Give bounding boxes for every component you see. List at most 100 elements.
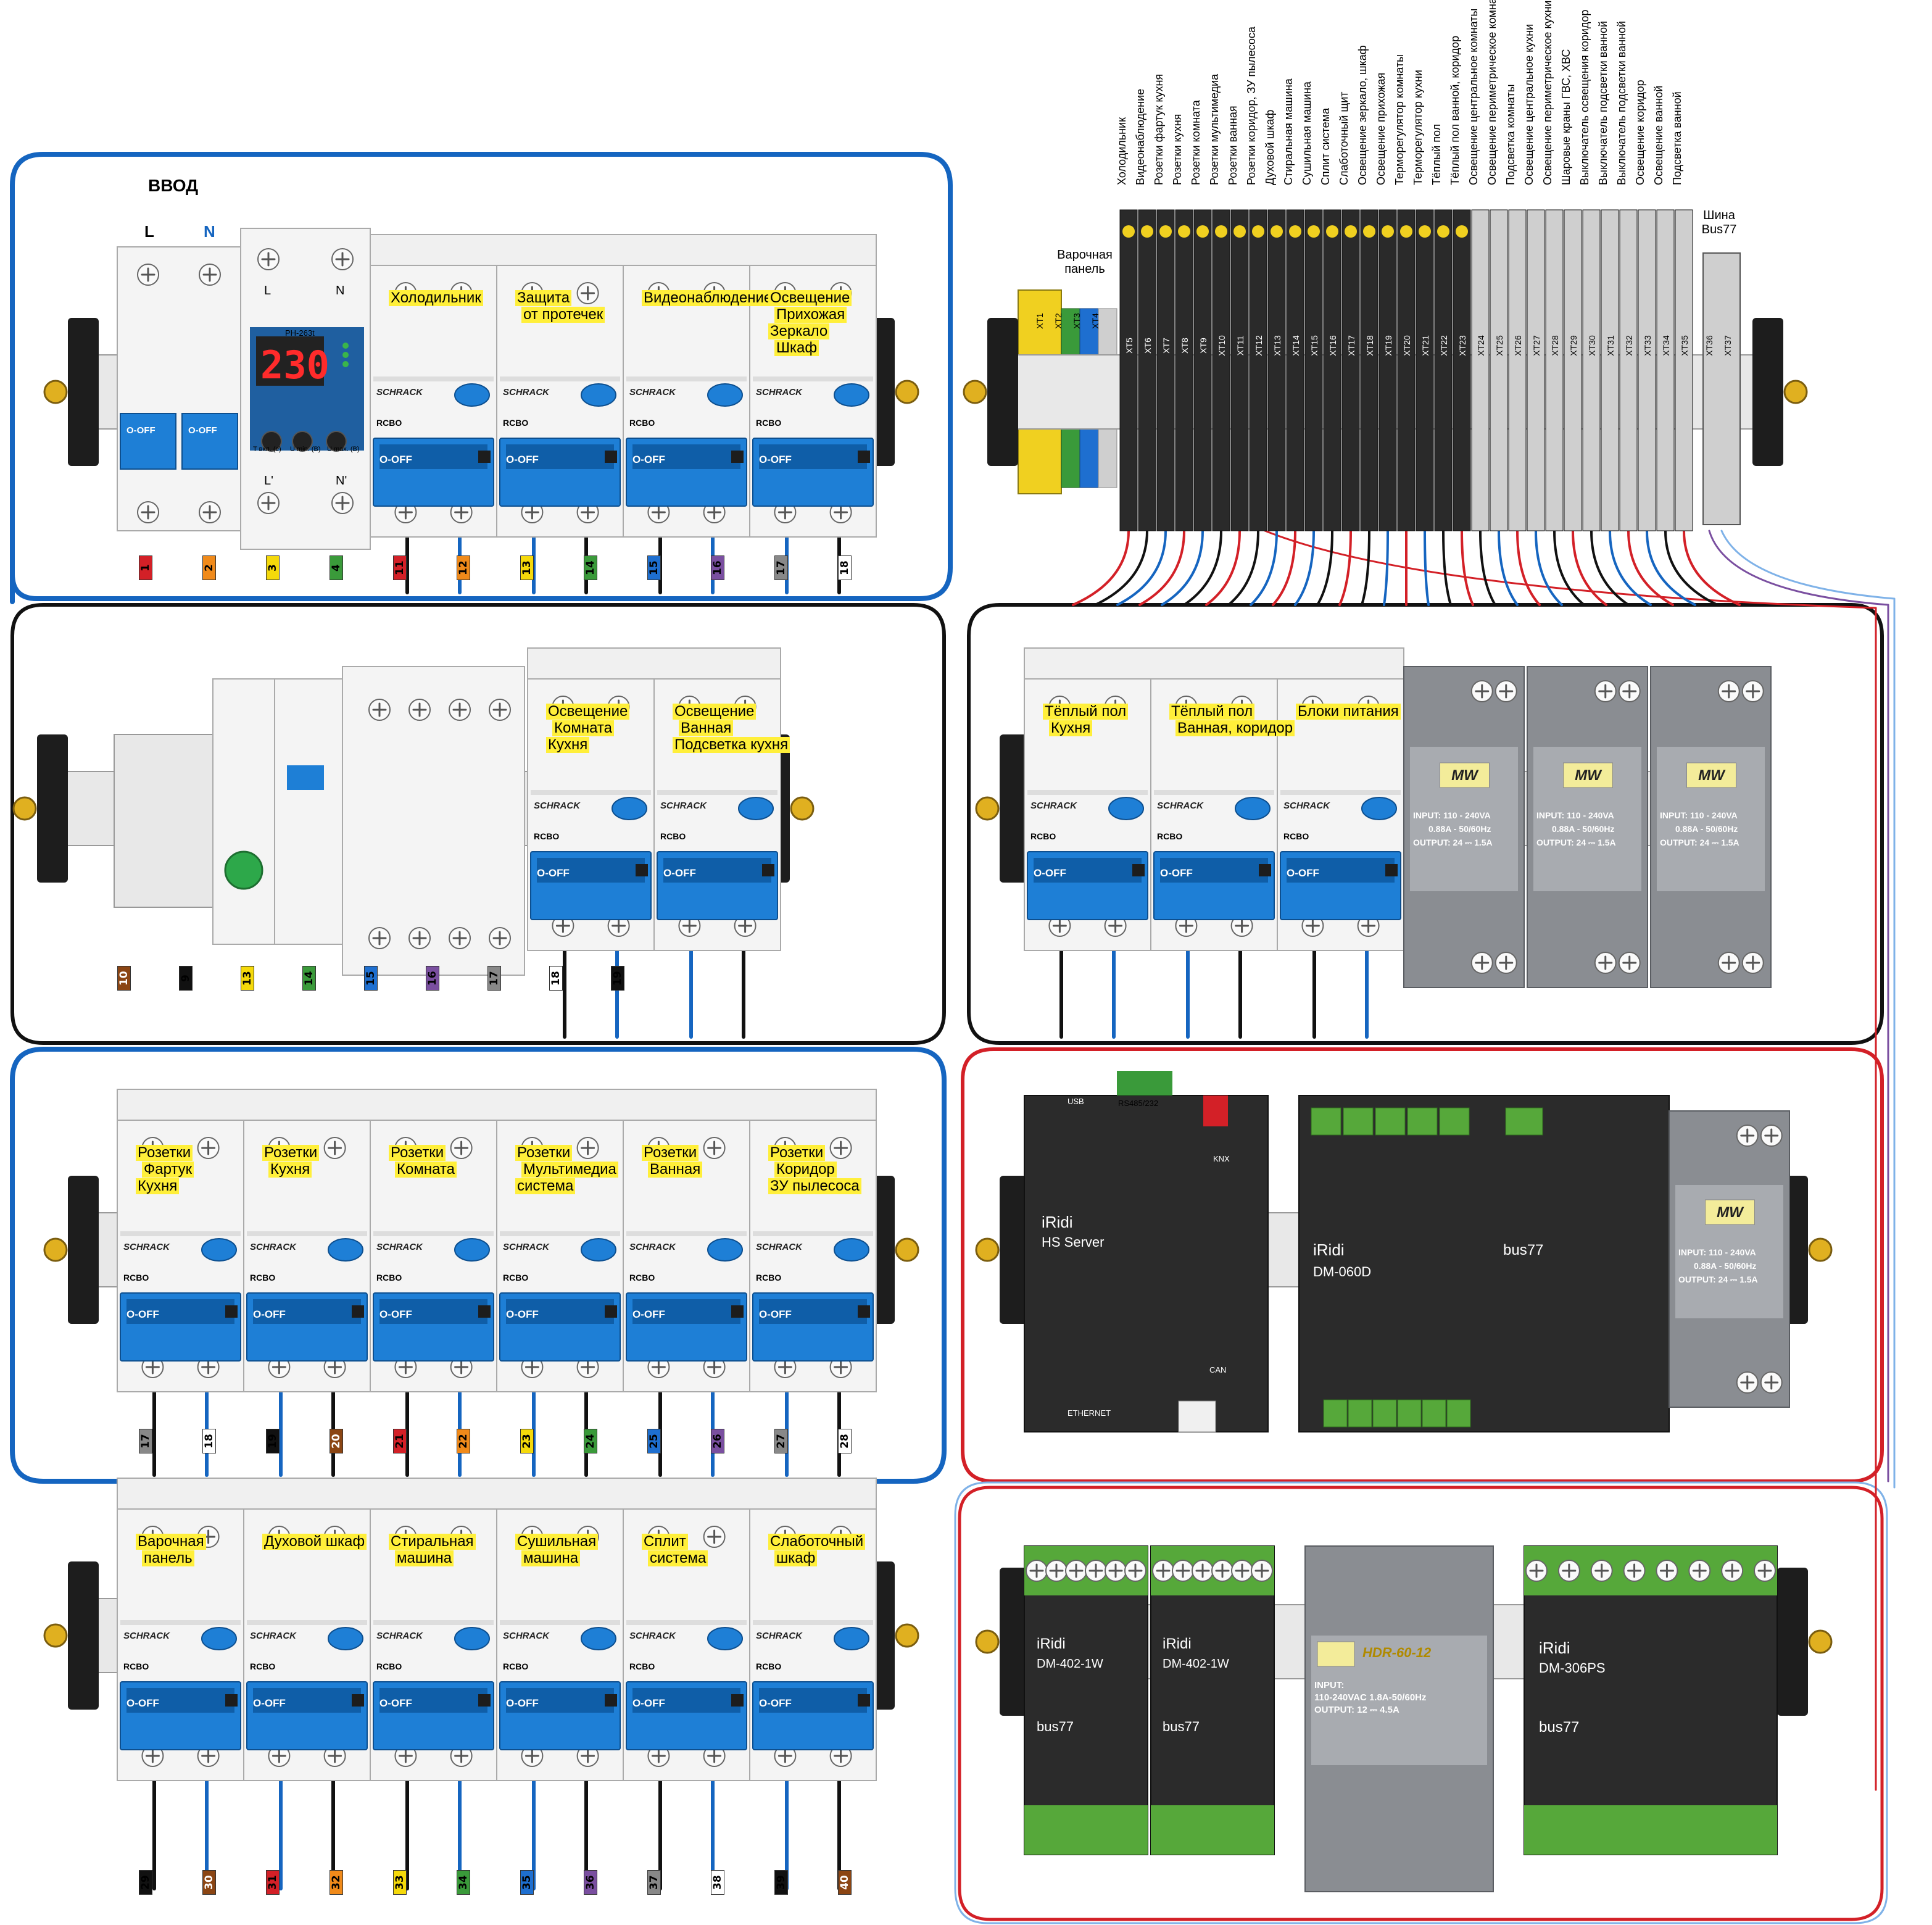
row3-rcbo-6-screw-t2-slot: [834, 1141, 848, 1155]
row3-rcbo-6-test-button: [834, 1238, 869, 1262]
row2r-rcbo-3-indicator: [1385, 864, 1398, 876]
psu-2-output: OUTPUT: 24 ⎓ 1.5A: [1536, 838, 1616, 847]
row1-label-4-2: Прихожая: [774, 307, 847, 323]
row4-rcbo-3-off: O-OFF: [379, 1697, 412, 1709]
terminal-xt20: [1397, 209, 1416, 531]
psu-4-logo: [1705, 1199, 1755, 1225]
terminal-xt23: [1453, 209, 1471, 531]
rail-row1-end-left: [68, 318, 99, 466]
dm306-brand: iRidi: [1539, 1639, 1570, 1657]
terminal-drop-18: [1442, 530, 1452, 606]
dm306-top-screw-1-slot: [1529, 1563, 1544, 1578]
row4-rcbo-5-off: O-OFF: [632, 1697, 665, 1709]
terminal-xt5-cap: [1122, 225, 1135, 238]
row3-rcbo-1-rcbo: RCBO: [123, 1273, 149, 1283]
rail-row2-end-left: [37, 734, 68, 883]
row3-rcbo-6-rcbo: RCBO: [756, 1273, 781, 1283]
dm402-2-brand: iRidi: [1163, 1636, 1192, 1652]
row1-rcbo-4-indicator: [858, 451, 870, 463]
terminal-drop-4: [1138, 530, 1185, 606]
dm402-2: [1150, 1545, 1275, 1855]
dm060: [1298, 1095, 1670, 1432]
relay-screw-b2-slot: [335, 496, 350, 510]
terminal-drop-10: [1272, 530, 1296, 606]
row4-rcbo-4-screw-b2-slot: [581, 1748, 595, 1763]
row3-rcbo-4-screw-b2-slot: [581, 1360, 595, 1374]
terminal-xt32: [1619, 209, 1638, 531]
row1-label-2-1: Защита: [515, 290, 572, 306]
row1-rcbo-4-screw-b1-slot: [777, 505, 792, 520]
row4-rcbo-5-indicator: [731, 1694, 744, 1707]
row3-rcbo-1-test-button: [201, 1238, 237, 1262]
terminal-xt3-label: XT3: [1072, 313, 1082, 329]
row3-marker-2: 18: [202, 1429, 216, 1453]
row3-rcbo-5-test-button: [707, 1238, 743, 1262]
row2r-rcbo-3-brand: SCHRACK: [1283, 800, 1330, 811]
row2-busbar: [527, 647, 781, 680]
row3-rcbo-6-indicator: [858, 1305, 870, 1318]
row4-rcbo-4-brand: SCHRACK: [503, 1631, 550, 1641]
dm402-1-top-screw-4-slot: [1088, 1563, 1103, 1578]
row3-rcbo-3-test-button: [454, 1238, 490, 1262]
terminal-xt35: [1675, 209, 1693, 531]
terminal-xt9: [1193, 209, 1212, 531]
terminal-xt6-cap: [1141, 225, 1153, 238]
dm306-top-screw-3-slot: [1594, 1563, 1609, 1578]
terminal-drop-5: [1161, 530, 1204, 606]
row4-rcbo-2-screw-b2-slot: [328, 1748, 342, 1763]
row4-rcbo-5-screw-b1-slot: [651, 1748, 666, 1763]
terminal-xt24: [1471, 209, 1490, 531]
row3-rcbo-2-screw-b2-slot: [328, 1360, 342, 1374]
row1-rcbo-3-brand: SCHRACK: [629, 387, 676, 397]
bus77-terminal-label: Шина Bus77: [1701, 209, 1737, 236]
terminal-xt20-cap: [1400, 225, 1412, 238]
terminal-xt35-label: XT35: [1680, 335, 1689, 356]
terminal-xt8-cap: [1178, 225, 1190, 238]
row3-rcbo-2-screw-t2-slot: [328, 1141, 342, 1155]
rail-row3r-screw-right: [1808, 1237, 1833, 1262]
contactor-switch: [287, 765, 324, 790]
row4-label-4-1: Сушильная: [515, 1534, 599, 1550]
row2r-rcbo-1-brand: SCHRACK: [1030, 800, 1077, 811]
row1-label-4-3: Зеркало: [768, 323, 830, 339]
row2-marker-1: 10: [117, 966, 131, 991]
psu-2-screw-b2-slot: [1622, 955, 1637, 970]
row4-rcbo-4-rcbo: RCBO: [503, 1661, 528, 1671]
psu-1-screw-t1-slot: [1475, 684, 1490, 699]
row1-rcbo-4-rcbo: RCBO: [756, 418, 781, 428]
terminal-xt7-label: XT7: [1161, 338, 1171, 354]
row4-rcbo-4-off: O-OFF: [506, 1697, 539, 1709]
rail-row4r-screw-left: [975, 1629, 1000, 1654]
input-l-label: L: [144, 222, 154, 241]
terminal-xt13-cap: [1271, 225, 1283, 238]
row4-rcbo-5-screw-b2-slot: [707, 1748, 722, 1763]
row4-rcbo-5-rcbo: RCBO: [629, 1661, 655, 1671]
row1-rcbo-2-brand: SCHRACK: [503, 387, 550, 397]
row1-label-2-2: от протечек: [521, 307, 605, 323]
terminal-xt8: [1175, 209, 1193, 531]
psu-2-screw-t1-slot: [1598, 684, 1613, 699]
terminal-xt2-label: XT2: [1053, 313, 1063, 329]
row4-label-4-2: машина: [521, 1550, 581, 1566]
row4-rcbo-2-brand: SCHRACK: [250, 1631, 297, 1641]
input-breaker-screw-b2-slot: [202, 505, 217, 520]
row4-rcbo-1-screw-b1-slot: [145, 1748, 160, 1763]
row1-marker-3: 3: [266, 555, 280, 580]
terminal-drop-26: [1590, 530, 1630, 606]
dm306-top-screw-4-slot: [1627, 1563, 1642, 1578]
terminal-circuit-label-5: Розетки комната: [1190, 100, 1202, 185]
terminal-xt15-label: XT15: [1309, 335, 1319, 356]
row2-rcbo-1-indicator: [636, 864, 648, 876]
row2-label-2-1: Освещение: [673, 704, 757, 720]
rail-row4r-end-left: [1000, 1568, 1030, 1716]
row1-rcbo-1-rcbo: RCBO: [376, 418, 402, 428]
relay-screen: [256, 336, 324, 386]
contactor-control: [274, 678, 343, 945]
hs-server-knx: KNX: [1213, 1154, 1230, 1163]
row3-label-1-1: Розетки: [136, 1145, 193, 1161]
row3-marker-12: 28: [838, 1429, 852, 1453]
relay-knob-1: [261, 431, 282, 452]
terminal-xt31: [1601, 209, 1619, 531]
row4-label-3-2: машина: [395, 1550, 454, 1566]
